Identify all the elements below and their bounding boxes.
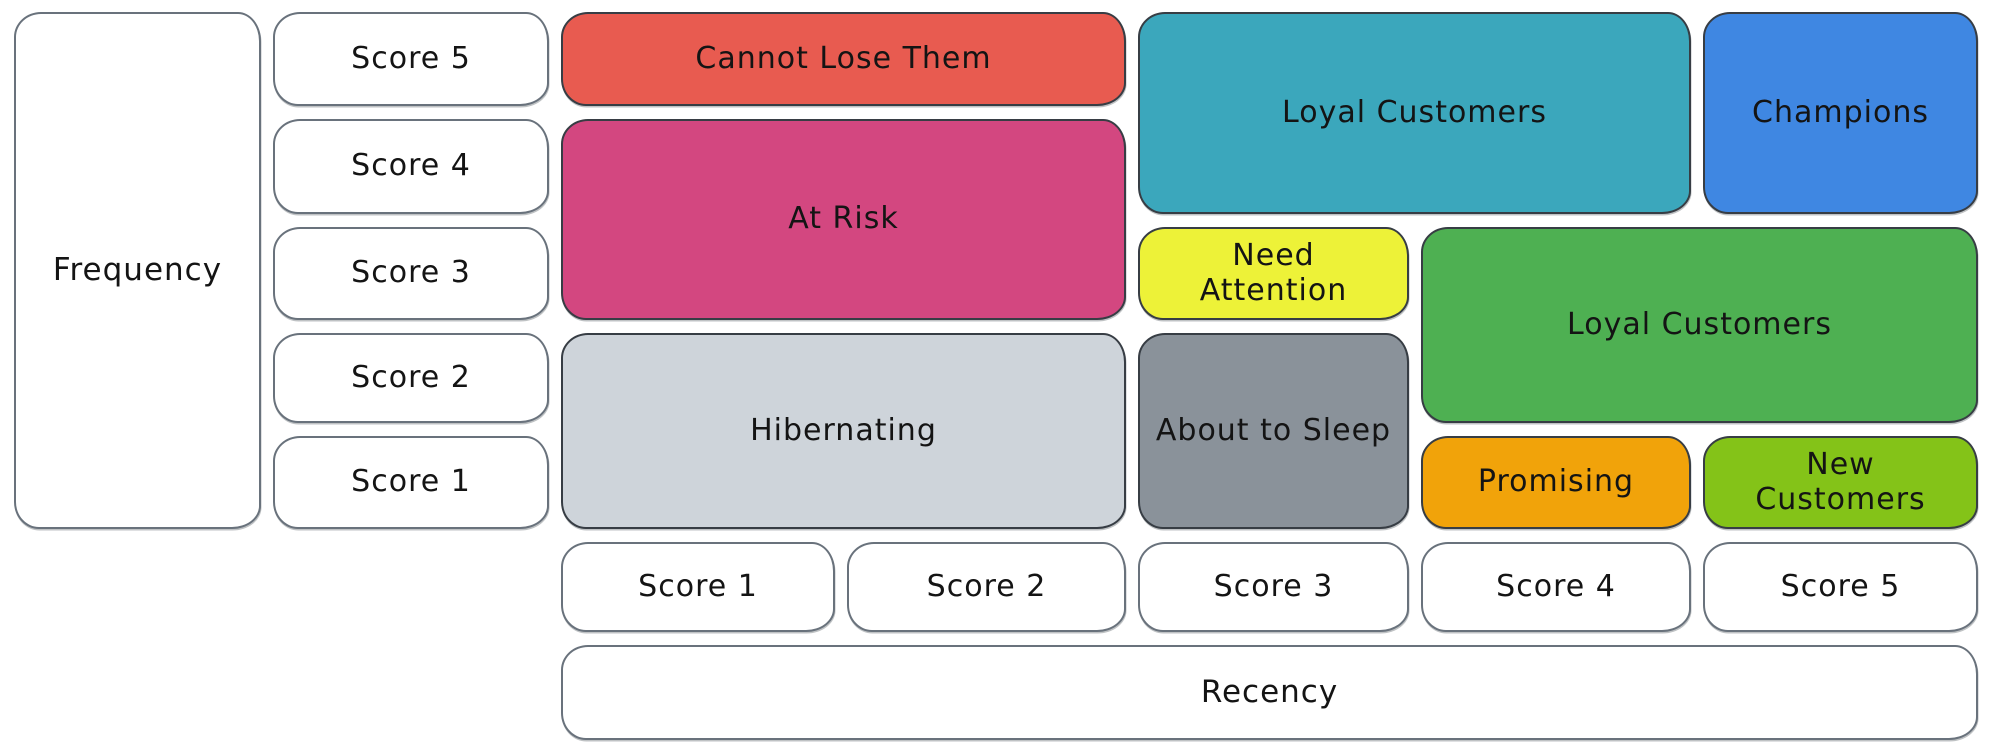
- segment-need-attention: Need Attention: [1138, 227, 1409, 320]
- frequency-score-2-box: Score 2: [273, 333, 549, 423]
- frequency-axis-label: Frequency: [14, 12, 261, 529]
- recency-axis-label: Recency: [561, 645, 1978, 740]
- frequency-score-1-box: Score 1: [273, 436, 549, 529]
- recency-score-2-box: Score 2: [847, 542, 1126, 632]
- frequency-score-3-box: Score 3: [273, 227, 549, 320]
- recency-score-4-box: Score 4: [1421, 542, 1691, 632]
- segment-promising: Promising: [1421, 436, 1691, 529]
- segment-at-risk: At Risk: [561, 119, 1126, 320]
- segment-loyal-customers-upper: Loyal Customers: [1138, 12, 1691, 214]
- recency-score-3-box: Score 3: [1138, 542, 1409, 632]
- segment-loyal-customers-lower: Loyal Customers: [1421, 227, 1978, 423]
- segment-new-customers: New Customers: [1703, 436, 1978, 529]
- segment-about-to-sleep: About to Sleep: [1138, 333, 1409, 529]
- frequency-score-5-box: Score 5: [273, 12, 549, 106]
- recency-score-1-box: Score 1: [561, 542, 835, 632]
- frequency-score-4-box: Score 4: [273, 119, 549, 214]
- segment-cannot-lose-them: Cannot Lose Them: [561, 12, 1126, 106]
- recency-score-5-box: Score 5: [1703, 542, 1978, 632]
- segment-hibernating: Hibernating: [561, 333, 1126, 529]
- segment-champions: Champions: [1703, 12, 1978, 214]
